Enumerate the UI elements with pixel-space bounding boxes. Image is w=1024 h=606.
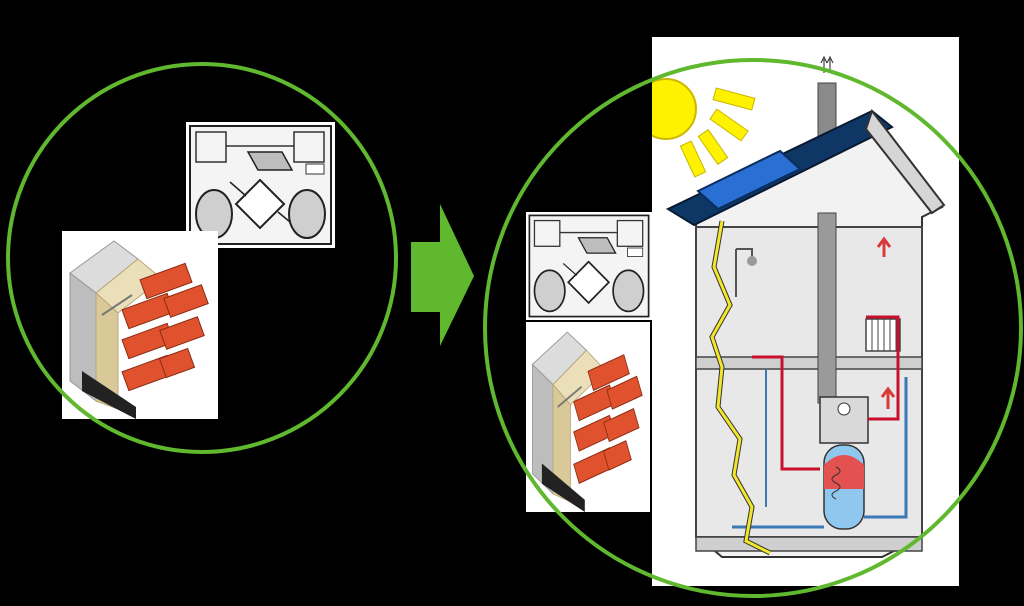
solar-house-icon xyxy=(652,55,946,558)
brick-wall-icon xyxy=(531,331,643,512)
ventilation-unit-icon xyxy=(189,125,332,245)
house-cutaway-image xyxy=(652,37,959,586)
insulated-wall-image-right xyxy=(526,322,650,512)
ventilation-unit-icon xyxy=(528,214,650,318)
ventilation-unit-image-right xyxy=(526,212,652,320)
brick-wall-icon xyxy=(69,240,209,419)
insulated-wall-image-left xyxy=(62,231,218,419)
right-arrow-icon xyxy=(411,204,474,346)
ventilation-unit-image-left xyxy=(186,122,335,248)
